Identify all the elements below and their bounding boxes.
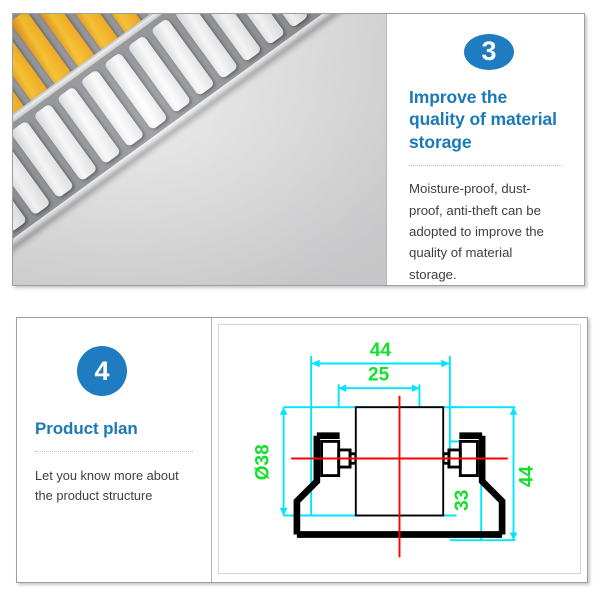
divider-dotted (409, 165, 562, 167)
dimension-lines-group (282, 355, 516, 542)
divider-dotted (35, 450, 193, 452)
dim-label-diameter: Ø38 (252, 444, 273, 480)
dim-label-height-inner: 33 (452, 490, 473, 511)
technical-drawing-frame: 44 25 Ø38 33 44 (218, 324, 581, 574)
dim-label-width-inner: 25 (368, 365, 390, 386)
roller-track-cross-section-svg: 44 25 Ø38 33 44 (252, 340, 538, 558)
feature-card-3: 3 Improve the quality of material storag… (12, 13, 585, 286)
dim-label-width-outer: 44 (370, 340, 392, 361)
feature-4-body: Let you know more about the product stru… (35, 467, 179, 504)
dim-label-height-outer: 44 (517, 466, 538, 488)
feature-3-text-pane: 3 Improve the quality of material storag… (387, 14, 584, 285)
step-badge-4: 4 (77, 346, 127, 396)
feature-3-heading: Improve the quality of material storage (409, 86, 557, 152)
conveyor-photo-pane (13, 14, 387, 285)
step-badge-3: 3 (464, 34, 514, 70)
centerlines-group (291, 395, 508, 558)
conveyor-photo (13, 14, 386, 285)
feature-card-4: 4 Product plan Let you know more about t… (16, 317, 588, 583)
technical-drawing-pane: 44 25 Ø38 33 44 (212, 318, 587, 582)
feature-3-body: Moisture-proof, dust-proof, anti-theft c… (409, 181, 544, 282)
feature-4-text-pane: 4 Product plan Let you know more about t… (17, 318, 212, 582)
feature-4-heading: Product plan (35, 419, 138, 438)
